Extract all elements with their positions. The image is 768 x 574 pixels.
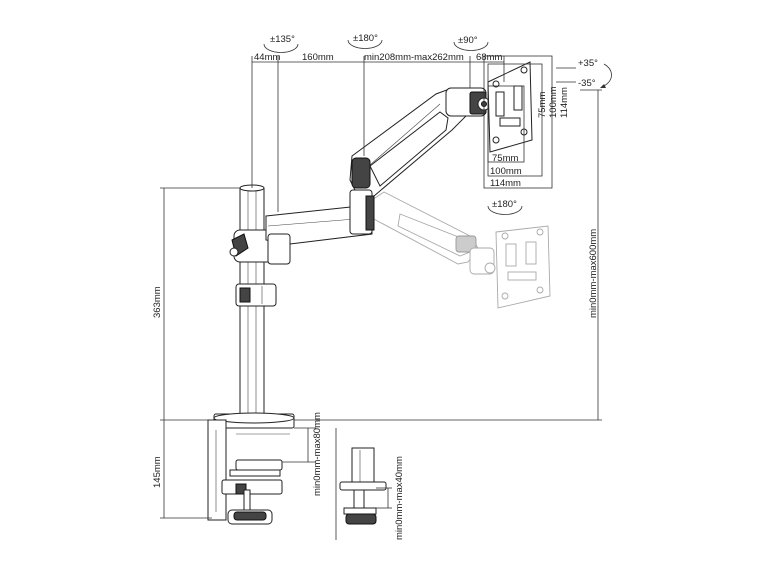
rotation-label-elbow: ±180° <box>353 33 378 44</box>
dimension-grommet: min0mm-max40mm <box>394 456 405 540</box>
lower-arm <box>229 205 373 265</box>
desk-clamp <box>207 412 295 525</box>
rotation-label-plate: ±180° <box>492 199 517 210</box>
vesa-label-v75: 75mm <box>537 92 548 118</box>
vesa-label-v114: 114mm <box>559 87 570 118</box>
dimension-44mm: 44mm <box>254 52 280 63</box>
rotation-label-base: ±135° <box>270 34 295 45</box>
dimension-desk-clamp: min0mm-max80mm <box>312 412 323 496</box>
vesa-frames <box>483 55 553 189</box>
vesa-label-h75: 75mm <box>492 153 518 164</box>
dimension-160mm: 160mm <box>302 52 334 63</box>
ghost-arm-position <box>371 191 551 309</box>
vesa-plate <box>487 61 533 153</box>
pole-collar <box>235 283 277 307</box>
dimension-vertical-travel: min0mm-max600mm <box>588 229 599 318</box>
vesa-label-h100: 100mm <box>490 166 522 177</box>
dimension-68mm: 68mm <box>476 52 502 63</box>
dimension-arm-range: min208mm-max262mm <box>364 52 464 63</box>
dimension-pole-height: 363mm <box>152 286 163 318</box>
rotation-label-tilt-down: -35° <box>578 78 596 89</box>
dimension-lines <box>160 56 602 540</box>
rotation-label-tilt-up: +35° <box>578 58 598 69</box>
grommet-mount <box>339 447 387 525</box>
rotation-label-head: ±90° <box>458 35 478 46</box>
dimension-clamp-height: 145mm <box>152 456 163 488</box>
vesa-label-v100: 100mm <box>548 86 559 118</box>
vesa-label-h114: 114mm <box>490 178 521 189</box>
rotation-symbols <box>263 39 612 215</box>
